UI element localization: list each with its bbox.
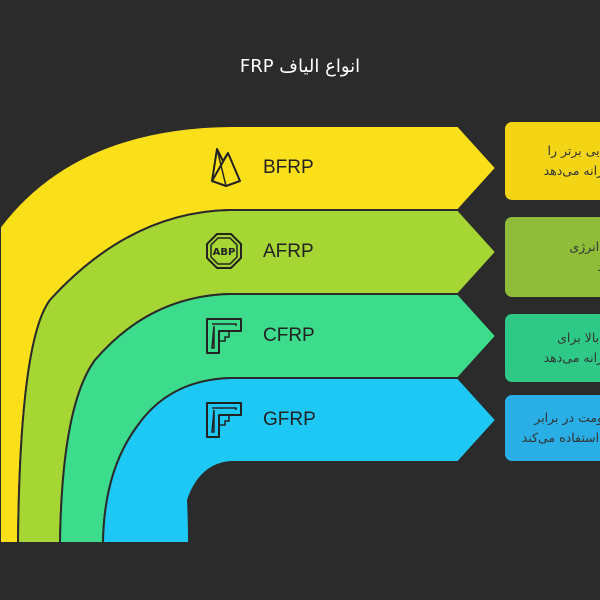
abp-octagon-icon: ABP <box>206 233 242 269</box>
band-label-cfrp: CFRP <box>263 325 315 346</box>
card-bfrp: ...ایی برتر را ...رانه می‌دهد <box>505 122 600 200</box>
corner-frame-icon <box>206 318 242 354</box>
firebase-icon <box>211 148 241 187</box>
band-label-gfrp: GFRP <box>263 409 316 430</box>
card-afrp-text: ... انرژی ...د <box>569 239 600 274</box>
card-gfrp: ...ومت در برابر ... استفاده می‌کند <box>505 395 600 461</box>
card-gfrp-text: ...ومت در برابر ... استفاده می‌کند <box>521 410 600 445</box>
svg-text:ABP: ABP <box>213 247 236 258</box>
band-label-afrp: AFRP <box>263 241 314 262</box>
band-gfrp <box>101 377 498 544</box>
band-label-bfrp: BFRP <box>263 157 314 178</box>
card-afrp: ... انرژی ...د <box>505 217 600 297</box>
diagram-title: انواع الیاف FRP <box>239 56 361 77</box>
card-cfrp-text: ... بالا برای ...رانه می‌دهد <box>543 330 600 365</box>
corner-frame-icon <box>206 402 242 438</box>
card-cfrp: ... بالا برای ...رانه می‌دهد <box>505 314 600 382</box>
card-bfrp-text: ...ایی برتر را ...رانه می‌دهد <box>543 143 600 178</box>
